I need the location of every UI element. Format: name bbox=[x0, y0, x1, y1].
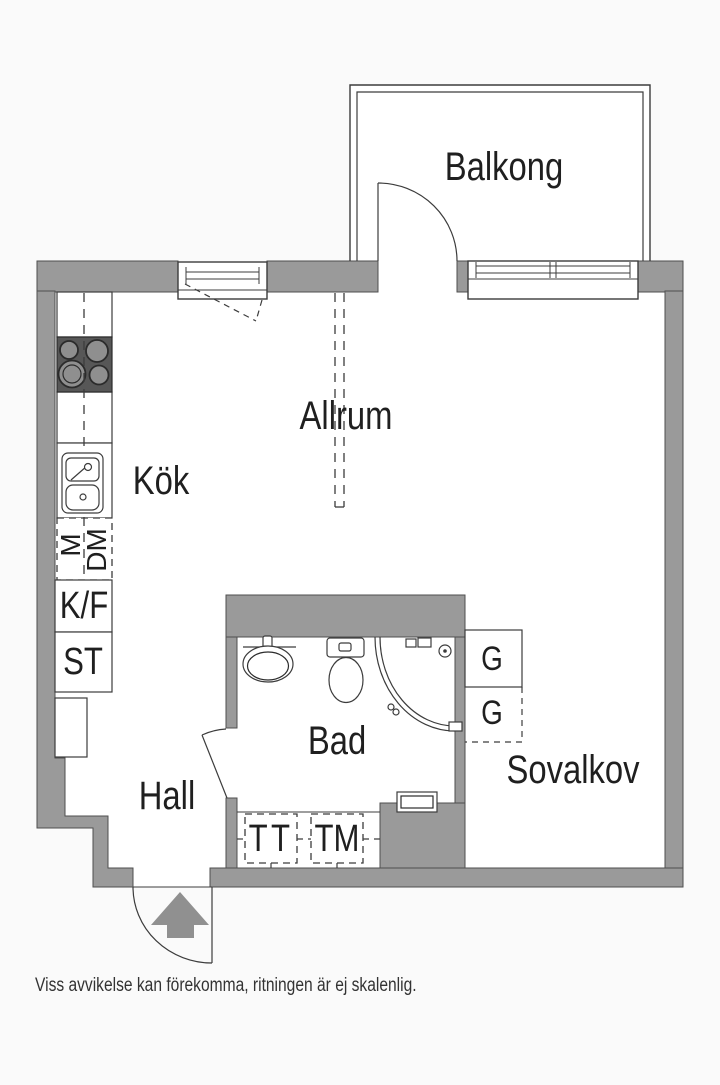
fixture-label-tm: TM bbox=[314, 818, 360, 860]
wardrobe-solid-box bbox=[464, 629, 523, 688]
balcony-floor bbox=[350, 85, 650, 261]
fixture-label-tt: TT bbox=[248, 818, 294, 860]
bathroom-fixtures bbox=[242, 635, 463, 813]
radiator-icon bbox=[396, 791, 438, 813]
wall-bottom bbox=[209, 867, 684, 888]
fridge-freezer-cell bbox=[54, 579, 113, 633]
room-label-allrum: Allrum bbox=[299, 394, 393, 438]
toilet-icon bbox=[326, 637, 365, 704]
room-label-hall: Hall bbox=[138, 774, 196, 818]
kitchen-sink-icon bbox=[61, 452, 104, 514]
entry-arrow-icon bbox=[151, 892, 209, 938]
room-label-balkong: Balkong bbox=[444, 145, 564, 189]
cleaning-closet-cell bbox=[54, 631, 113, 693]
laundry-machines bbox=[237, 813, 380, 868]
window-swing-dashes bbox=[184, 283, 263, 322]
walls bbox=[36, 260, 684, 888]
fixture-label-g-lower: G bbox=[481, 694, 503, 732]
fixture-label-dm: DM bbox=[81, 528, 112, 572]
bath-wall-west-lower bbox=[225, 797, 238, 869]
room-label-bad: Bad bbox=[307, 719, 367, 763]
kitchen-counter bbox=[54, 291, 113, 758]
balcony-railing bbox=[349, 84, 651, 261]
entry-door bbox=[132, 886, 213, 964]
bathroom-door bbox=[201, 728, 228, 799]
wall-block-southeast-of-bath bbox=[379, 802, 466, 869]
room-label-kok: Kök bbox=[132, 459, 190, 503]
wall-top-1 bbox=[36, 260, 179, 293]
wall-top-2 bbox=[266, 260, 379, 293]
fixture-label-kf: K/F bbox=[59, 585, 109, 627]
left-window bbox=[177, 261, 268, 300]
fixture-label-g-upper: G bbox=[481, 640, 503, 678]
wardrobes bbox=[464, 629, 523, 743]
wall-top-4 bbox=[636, 260, 684, 293]
dryer-dashed-box bbox=[244, 813, 298, 864]
counter-cell bbox=[56, 391, 113, 444]
fixture-label-st: ST bbox=[63, 641, 103, 683]
room-label-sovalkov: Sovalkov bbox=[506, 748, 640, 792]
apartment-floor bbox=[37, 261, 683, 887]
balcony-door bbox=[377, 182, 458, 262]
wall-top-3 bbox=[456, 260, 469, 293]
wall-right bbox=[664, 290, 684, 888]
bath-wall-west-upper bbox=[225, 636, 238, 729]
open-plan-dashed-divider bbox=[334, 293, 345, 508]
stove-burners bbox=[57, 339, 110, 389]
wall-left-staircase bbox=[36, 290, 134, 888]
right-window bbox=[467, 260, 639, 300]
hall-wardrobe-box bbox=[54, 697, 88, 758]
bath-sink-icon bbox=[242, 635, 296, 683]
floor-areas bbox=[37, 85, 683, 887]
shower-icon bbox=[374, 636, 463, 732]
bath-wall-top bbox=[225, 594, 466, 638]
bath-wall-east bbox=[454, 636, 466, 804]
disclaimer-text: Viss avvikelse kan förekomma, ritningen … bbox=[35, 975, 417, 996]
